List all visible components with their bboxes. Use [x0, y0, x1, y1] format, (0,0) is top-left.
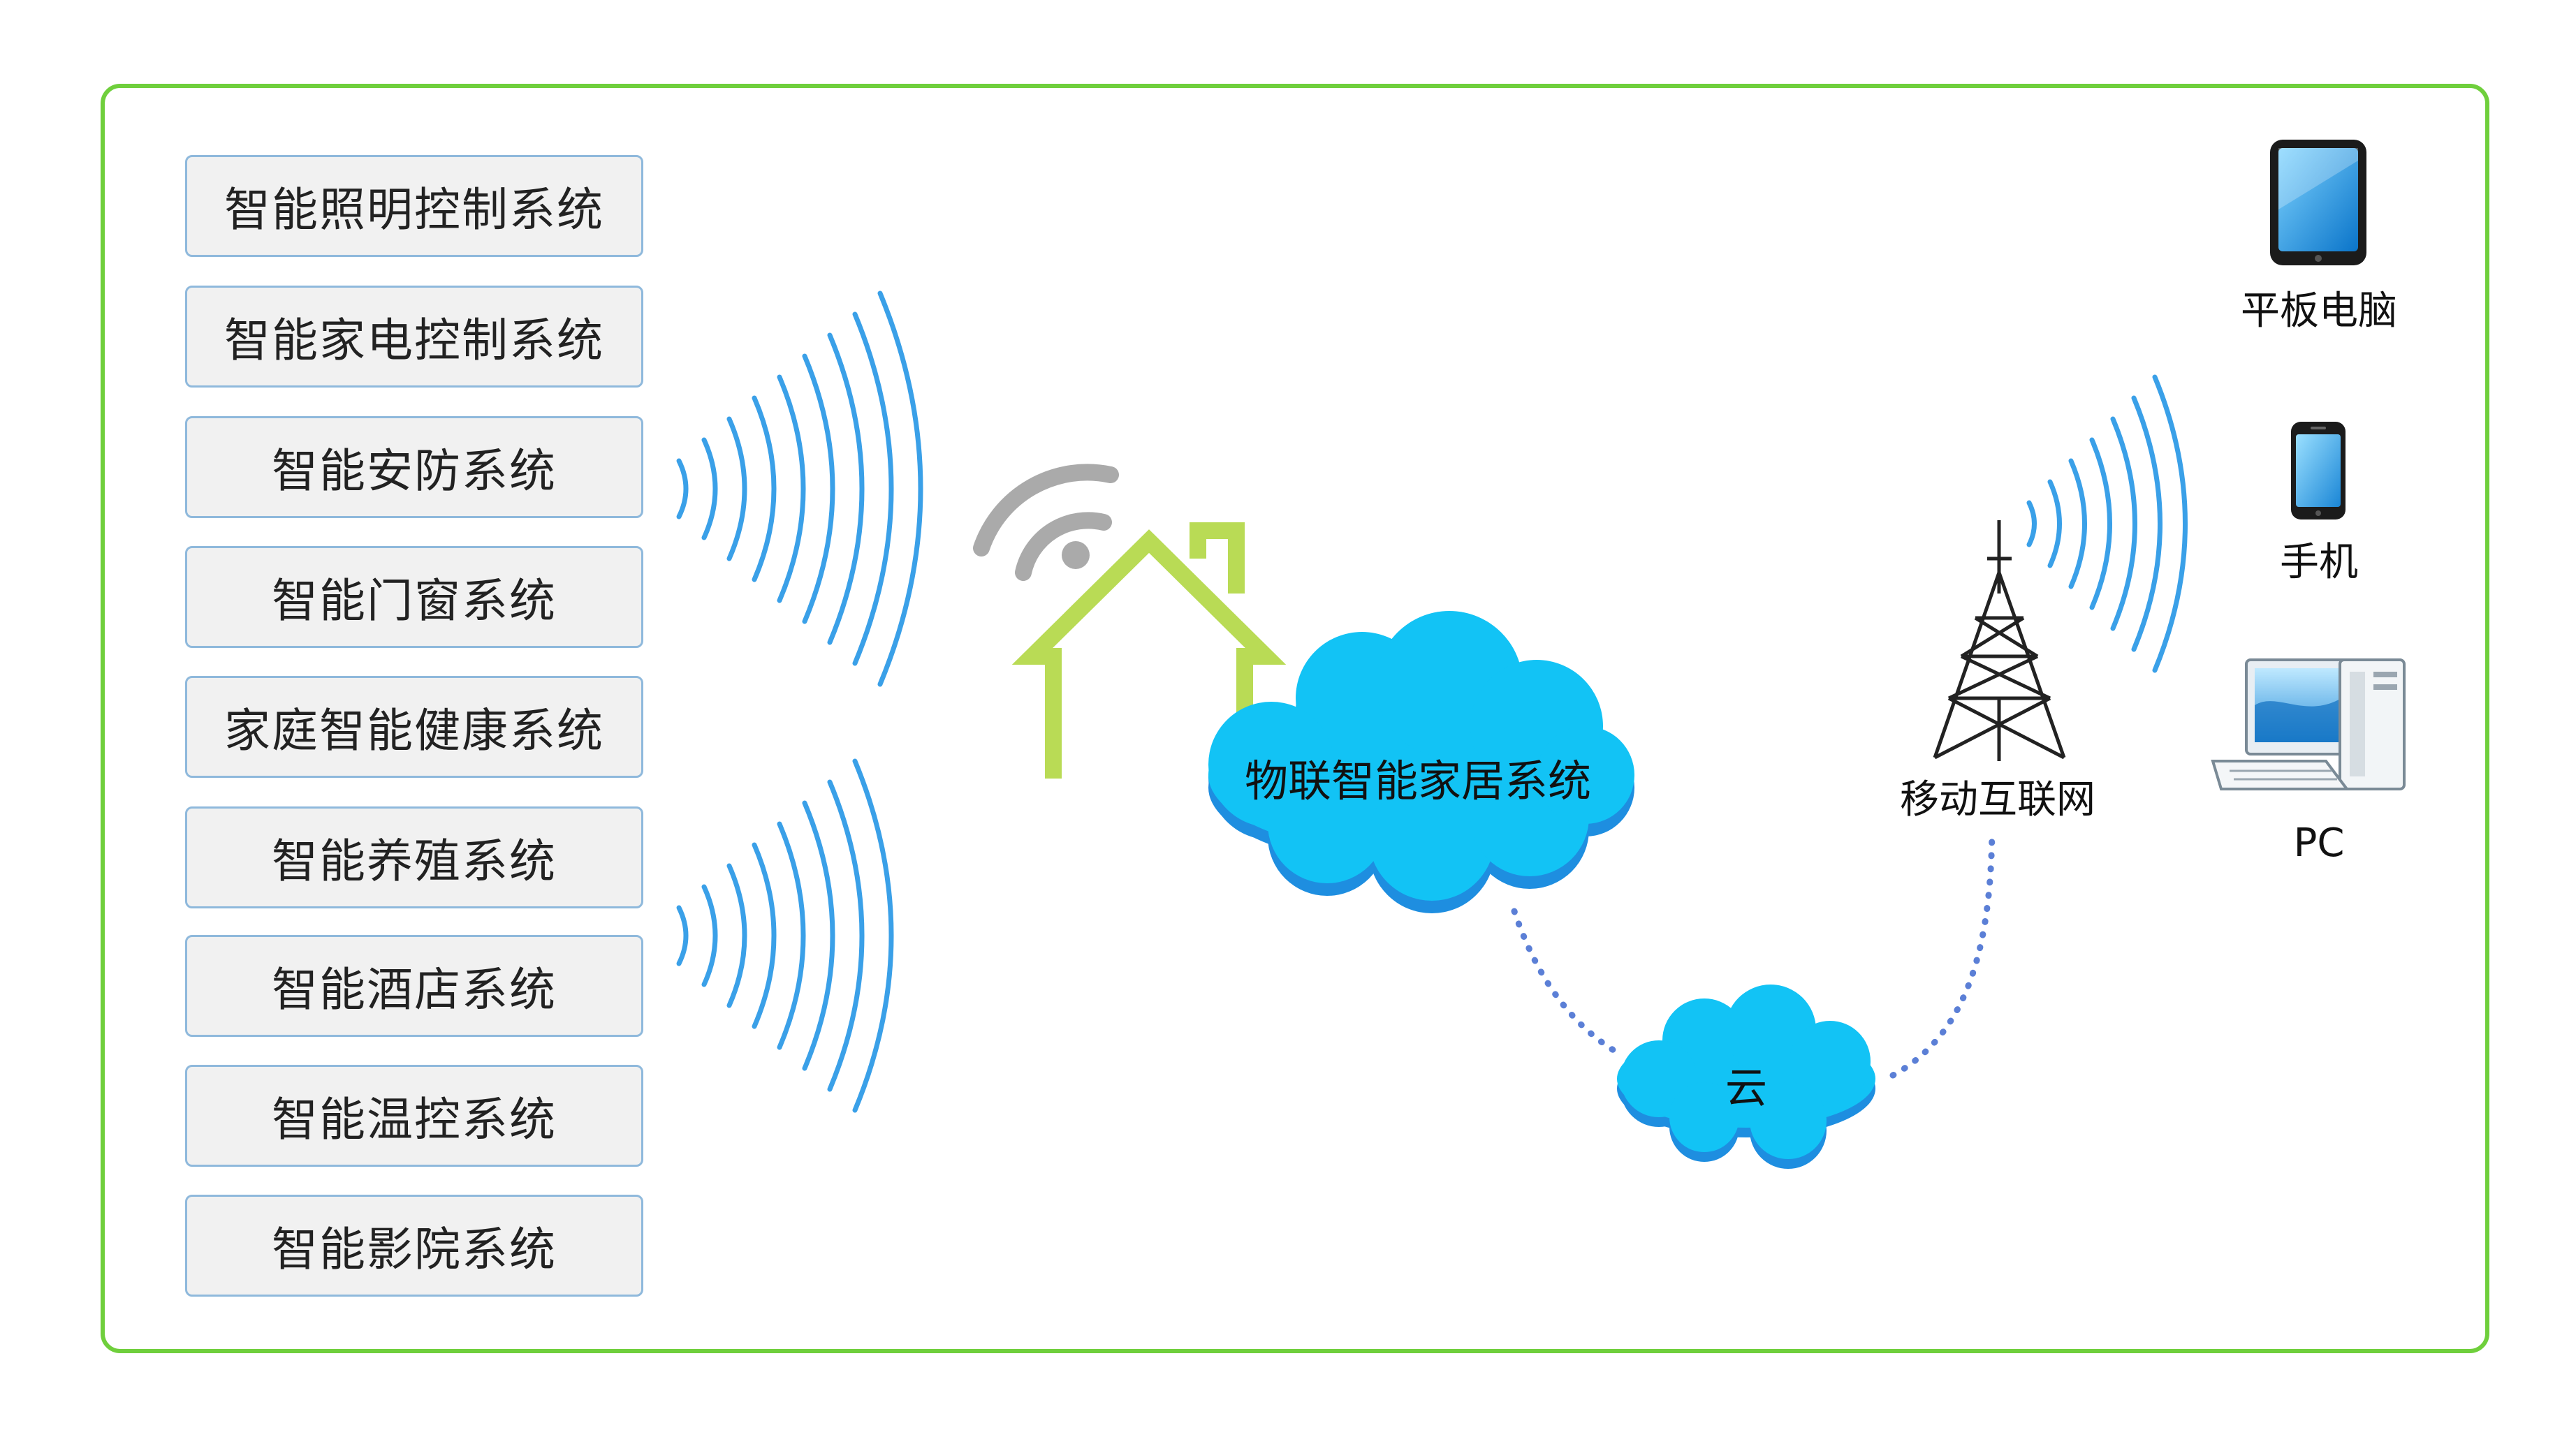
- wave-arc: [726, 863, 747, 1008]
- tablet-icon: [2270, 140, 2366, 265]
- phone-icon: [2291, 422, 2346, 519]
- wave-arc: [2068, 458, 2087, 589]
- wave-arc: [827, 332, 865, 645]
- diagram-frame: [101, 84, 2489, 1353]
- wave-arc: [2047, 479, 2062, 568]
- dotted-links: [1511, 827, 1996, 1079]
- system-box-health: 家庭智能健康系统: [185, 676, 643, 778]
- wave-arc: [2026, 500, 2037, 547]
- wave-arc: [676, 905, 689, 966]
- system-box-doors: 智能门窗系统: [185, 546, 643, 648]
- wave-arc: [2131, 395, 2162, 652]
- wave-arc: [877, 290, 923, 687]
- link-cloud-to-tower: [1889, 827, 1996, 1079]
- system-box-security: 智能安防系统: [185, 416, 643, 518]
- system-box-breeding: 智能养殖系统: [185, 806, 643, 908]
- house-icon: [1011, 522, 1287, 779]
- wave-arc: [802, 353, 835, 624]
- pc-icon: [2211, 658, 2406, 790]
- wave-arc: [701, 884, 718, 987]
- phone-label: 手机: [2280, 540, 2358, 585]
- wave-arc: [777, 821, 806, 1050]
- wave-arc: [802, 800, 835, 1071]
- wave-arc: [852, 758, 894, 1113]
- wave-arc: [752, 842, 777, 1029]
- system-box-theater: 智能影院系统: [185, 1195, 643, 1297]
- hub-cloud-icon: [1208, 611, 1634, 913]
- pc-label: PC: [2293, 820, 2345, 866]
- tablet-label: 平板电脑: [2241, 288, 2397, 334]
- cell-tower-icon: [1933, 520, 2066, 761]
- cloud-label: 云: [1725, 1064, 1767, 1113]
- signal-waves-tower: [2026, 374, 2188, 673]
- hub-label: 物联智能家居系统: [1244, 755, 1591, 806]
- wave-arc: [2089, 437, 2112, 610]
- wifi-icon: [973, 464, 1119, 581]
- wave-arc: [2152, 374, 2188, 673]
- wave-arc: [827, 779, 865, 1092]
- wave-arc: [676, 458, 689, 519]
- wave-arc: [752, 395, 777, 582]
- system-box-lighting: 智能照明控制系统: [185, 155, 643, 257]
- system-box-climate: 智能温控系统: [185, 1065, 643, 1167]
- wave-arc: [726, 416, 747, 561]
- system-box-appliance: 智能家电控制系统: [185, 286, 643, 388]
- wave-arc: [852, 311, 894, 666]
- tower-label: 移动互联网: [1900, 777, 2095, 823]
- wave-arc: [701, 437, 718, 540]
- wave-arc: [777, 374, 806, 603]
- system-box-hotel: 智能酒店系统: [185, 935, 643, 1037]
- wave-arc: [2110, 416, 2137, 631]
- cloud-icon: [1617, 985, 1875, 1169]
- link-hub-to-cloud: [1511, 908, 1624, 1058]
- signal-waves-lower: [676, 758, 894, 1113]
- signal-waves-upper: [676, 290, 923, 687]
